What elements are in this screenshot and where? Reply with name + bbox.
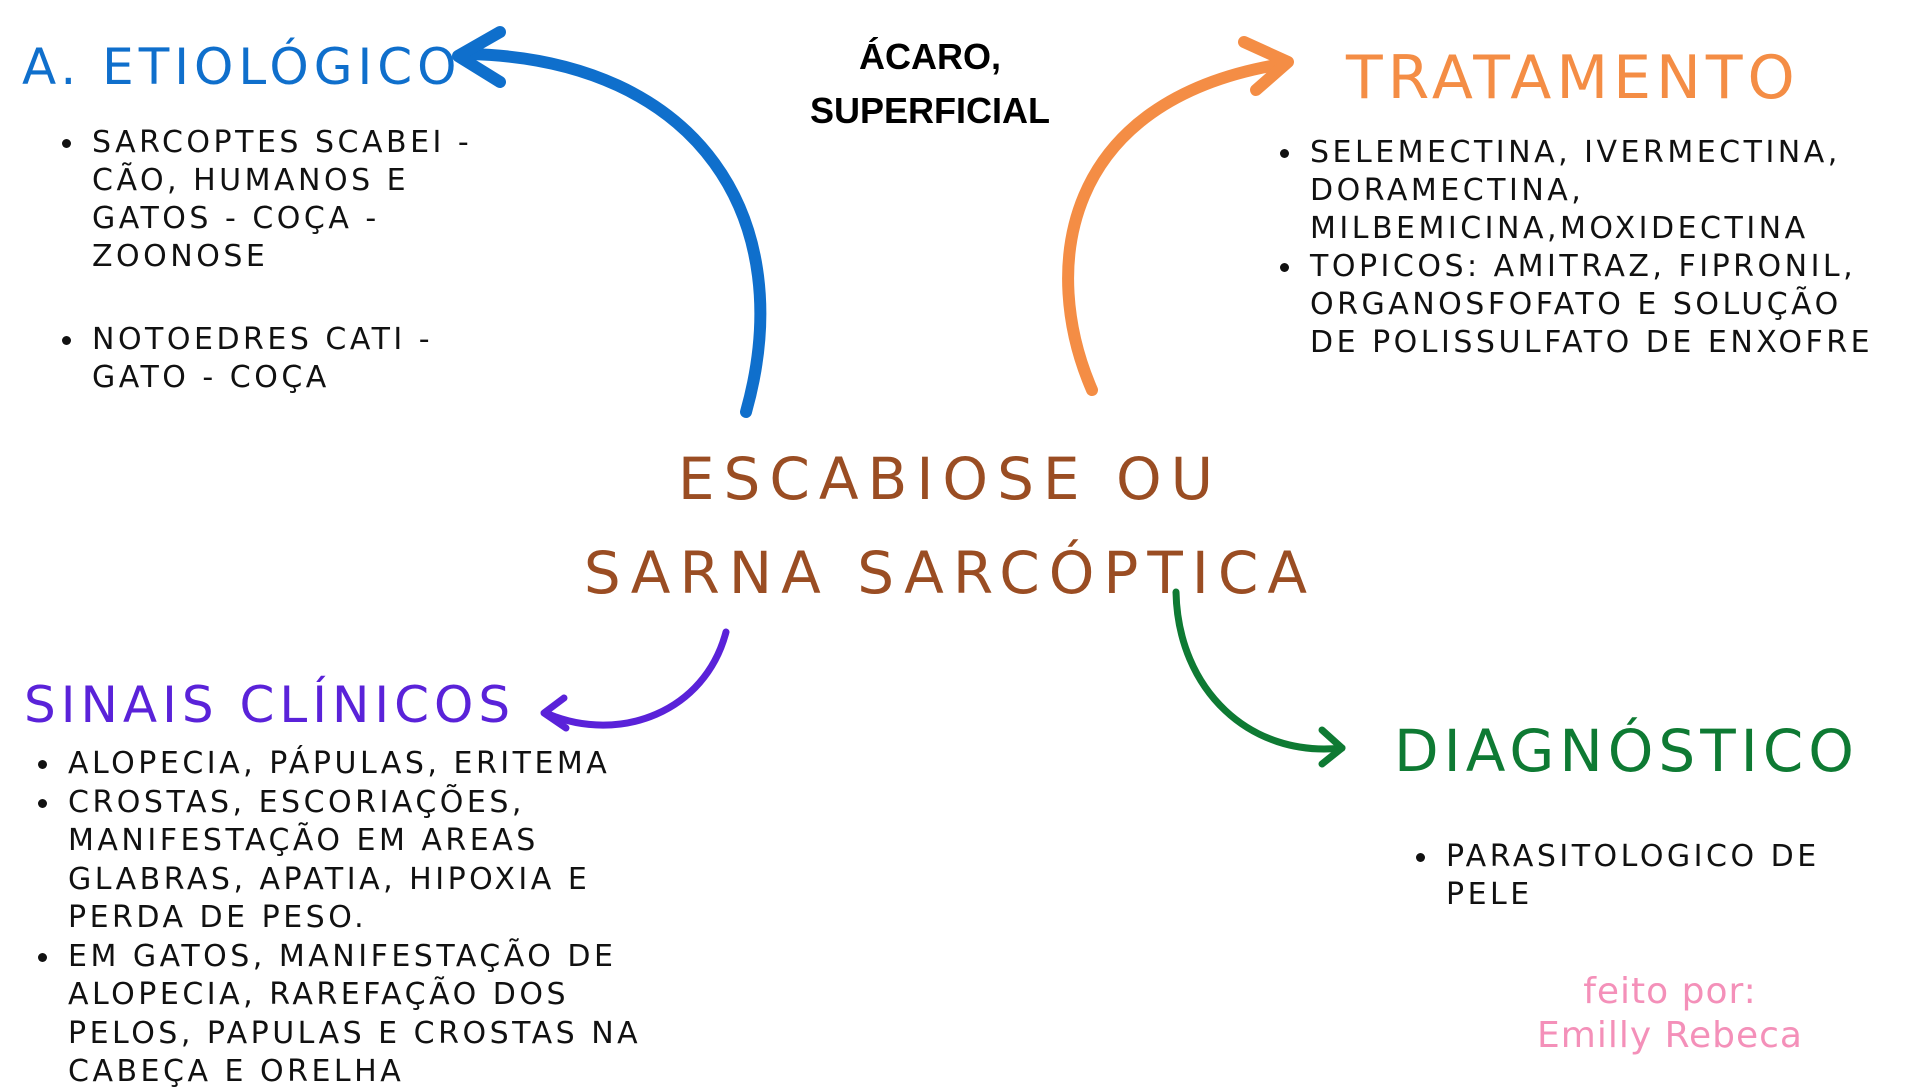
author-credit: feito por: Emilly Rebeca xyxy=(1520,970,1820,1058)
sinais-clinicos-item: EM GATOS, MANIFESTAÇÃO DE ALOPECIA, RARE… xyxy=(34,938,674,1092)
sinais-clinicos-item: ALOPECIA, PÁPULAS, ERITEMA xyxy=(34,745,674,784)
diagnostico-item: PARASITOLOGICO DE PELE xyxy=(1412,838,1912,914)
arrowhead-sinais xyxy=(540,694,570,732)
tratamento-item: SELEMECTINA, IVERMECTINA, DORAMECTINA, M… xyxy=(1276,134,1886,248)
diagnostico-title: DIAGNÓSTICO xyxy=(1394,717,1859,785)
sinais-clinicos-item: CROSTAS, ESCORIAÇÕES, MANIFESTAÇÃO EM AR… xyxy=(34,784,674,938)
credit-line: Emilly Rebeca xyxy=(1537,1015,1803,1056)
acaro-note: ÁCARO, SUPERFICIAL xyxy=(790,30,1070,138)
etiologico-item: SARCOPTES SCABEI - CÃO, HUMANOS E GATOS … xyxy=(58,124,478,276)
acaro-note-line: ÁCARO, xyxy=(859,36,1001,77)
tratamento-item: TOPICOS: AMITRAZ, FIPRONIL, ORGANOSFOFAT… xyxy=(1276,248,1886,362)
diagnostico-list: PARASITOLOGICO DE PELE xyxy=(1412,838,1912,914)
arrowhead-diagnostico xyxy=(1318,726,1346,768)
etiologico-list: SARCOPTES SCABEI - CÃO, HUMANOS E GATOS … xyxy=(58,124,478,397)
arrow-to-tratamento xyxy=(1062,58,1288,396)
arrow-to-etiologico xyxy=(464,48,767,418)
credit-line: feito por: xyxy=(1583,971,1757,1012)
acaro-note-line: SUPERFICIAL xyxy=(809,90,1050,131)
arrow-to-sinais xyxy=(544,628,730,729)
arrowhead-etiologico xyxy=(452,26,506,88)
etiologico-title: A. ETIOLÓGICO xyxy=(22,38,462,96)
sinais-clinicos-title: SINAIS CLÍNICOS xyxy=(24,676,516,734)
central-topic: ESCABIOSE OU SARNA SARCÓPTICA xyxy=(500,432,1400,620)
arrow-to-diagnostico xyxy=(1172,588,1346,753)
tratamento-title: TRATAMENTO xyxy=(1346,43,1800,113)
central-topic-line: ESCABIOSE OU xyxy=(677,445,1223,513)
sinais-clinicos-list: ALOPECIA, PÁPULAS, ERITEMA CROSTAS, ESCO… xyxy=(34,745,674,1092)
etiologico-item: NOTOEDRES CATI - GATO - COÇA xyxy=(58,321,478,397)
central-topic-line: SARNA SARCÓPTICA xyxy=(583,539,1317,607)
arrowhead-tratamento xyxy=(1238,36,1294,96)
tratamento-list: SELEMECTINA, IVERMECTINA, DORAMECTINA, M… xyxy=(1276,134,1886,362)
